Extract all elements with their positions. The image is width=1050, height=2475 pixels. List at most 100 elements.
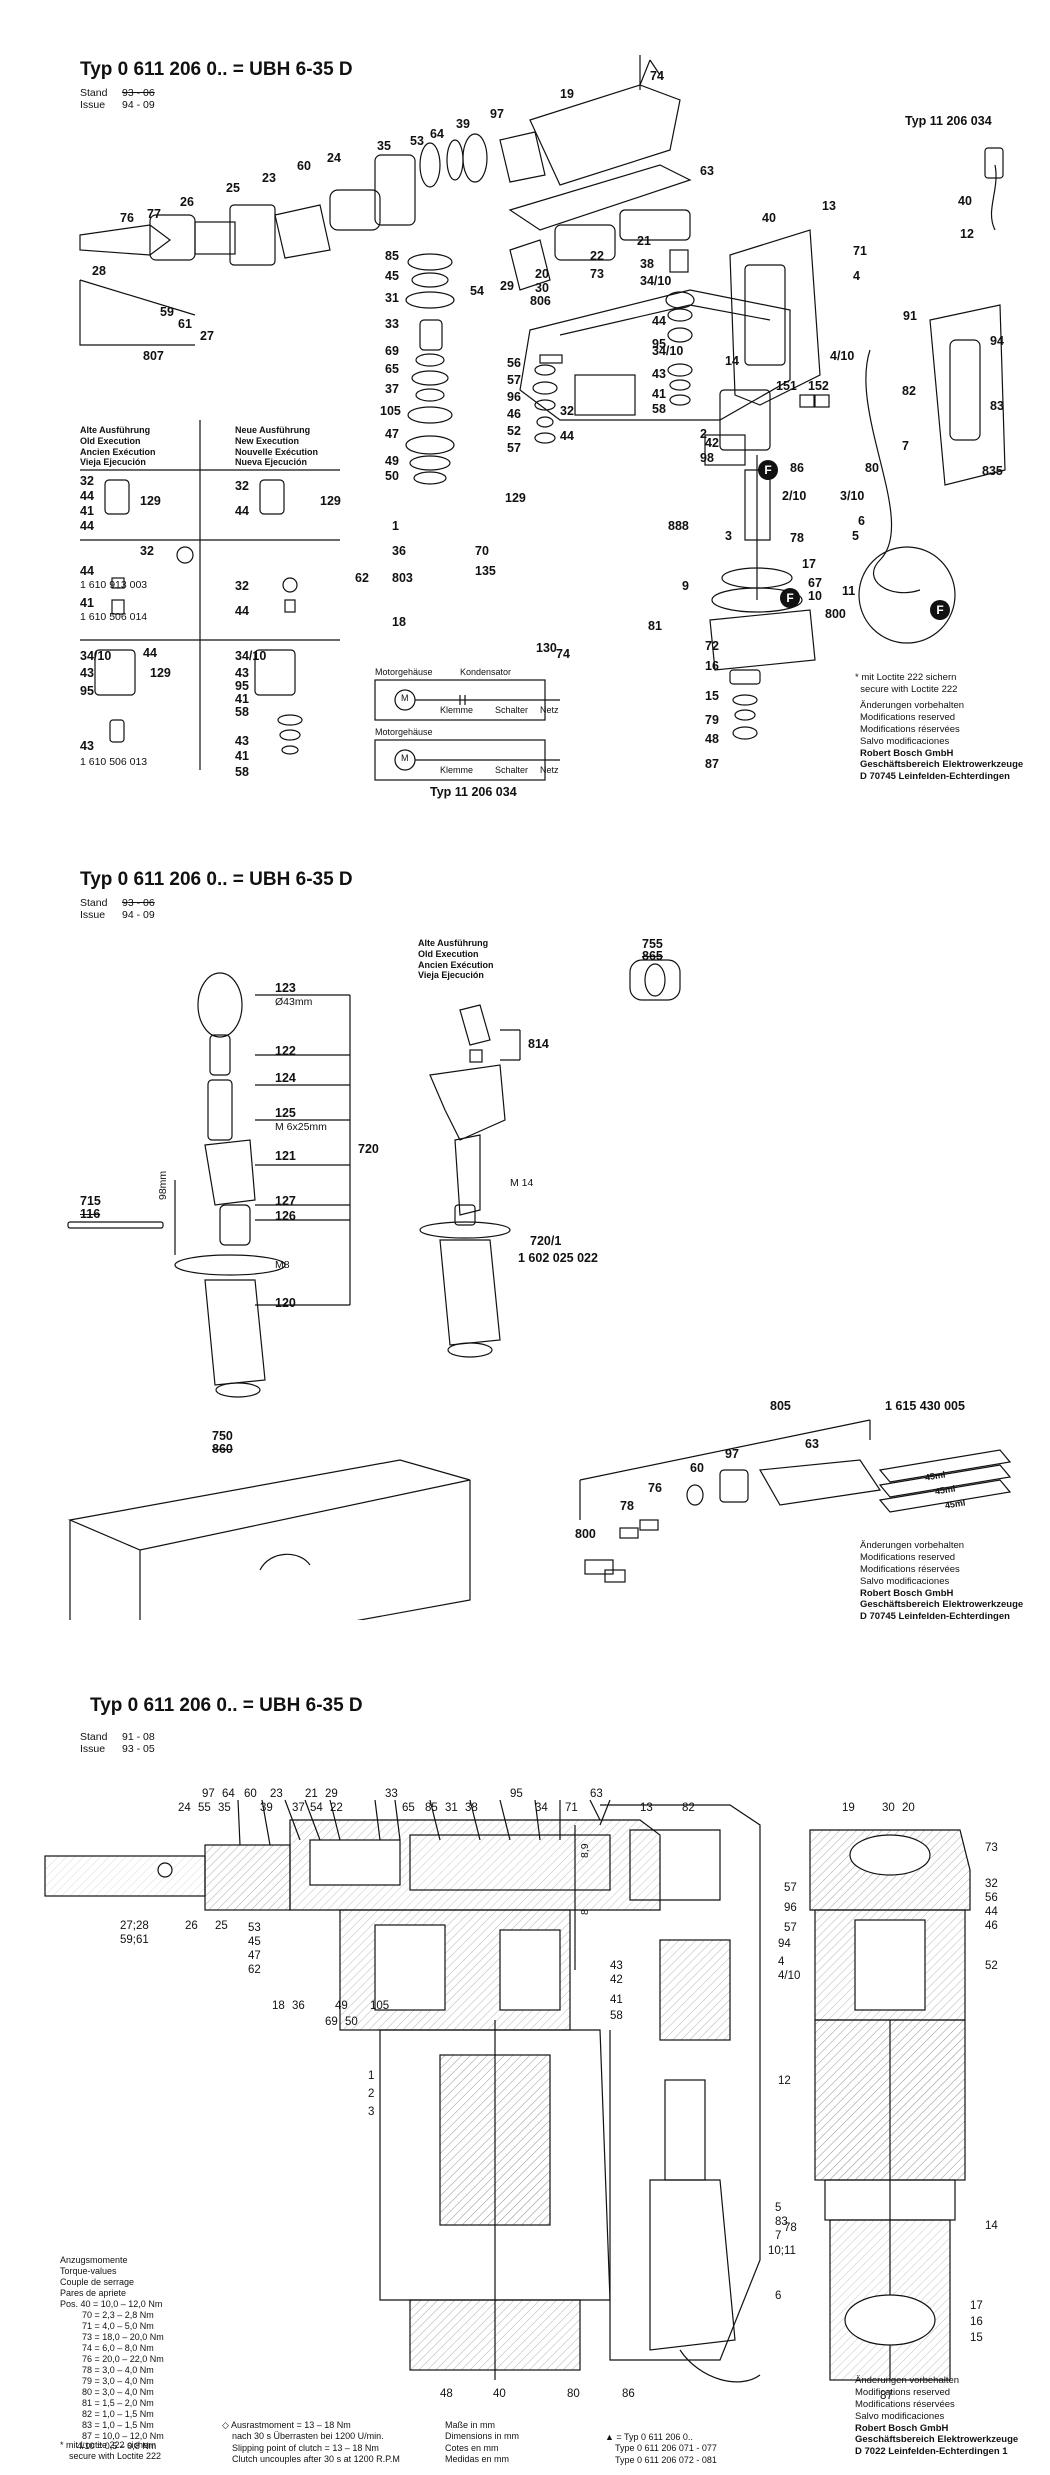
typ-list: ▲ = Typ 0 611 206 0.. Type 0 611 206 071… [605,2432,717,2465]
s3-label-36: 36 [292,2000,305,2012]
label-85: 85 [385,249,399,263]
label-54: 54 [470,284,484,298]
label-151: 2 [700,427,707,441]
sheet1-title: Typ 0 611 206 0.. = UBH 6-35 D [80,59,353,80]
old-32: 32 [80,474,94,488]
s3-label-39: 39 [260,1802,273,1814]
s3-label-47: 47 [248,1950,261,1962]
label-53: 53 [410,134,424,148]
new-42b: 41 [235,749,249,763]
s3-label-31: 31 [445,1802,458,1814]
old-44: 44 [80,489,94,503]
s3-label-29: 29 [325,1788,338,1800]
torque-row: 4/10 = 0,5 – 0,8 Nm [77,2441,157,2452]
label-95: 44 [652,314,666,328]
torque-row: 73 = 18,0 – 20,0 Nm [82,2331,164,2342]
s3-label-7: 7 [775,2230,782,2242]
screw-size: M 6x25mm [275,1121,327,1133]
old-exec-header-2: Alte Ausführung Old Execution Ancien Exé… [418,938,494,981]
label-14: 81 [648,619,662,633]
label-29: 29 [500,279,514,293]
label-59: 59 [160,305,174,319]
s3-label-57a: 57 [784,1882,797,1894]
s3-label-60: 60 [244,1788,257,1800]
s3-label-10-11: 10;11 [768,2245,796,2257]
mod-notes-2: Änderungen vorbehalten Modifications res… [860,1540,1024,1623]
label-57b: 57 [507,441,521,455]
label-35: 35 [377,139,391,153]
label-23: 23 [262,171,276,185]
s3-label-96: 96 [784,1902,797,1914]
label-127: 127 [275,1194,296,1208]
label-806: 806 [530,294,551,308]
label-18: 803 [392,571,413,585]
label-10: 67 [808,576,822,590]
s3-label-53: 53 [248,1922,261,1934]
s3-label-27-28: 27;28 [120,1920,149,1932]
old-42b: 41 [80,596,94,610]
label-67: 17 [802,557,816,571]
torque-row: 78 = 3,0 – 4,0 Nm [82,2364,154,2375]
label-750: 750 [212,1429,233,1443]
dims-note: Maße in mm Dimensions in mm Cotes en mm … [445,2420,520,2464]
label-96: 96 [507,390,521,404]
s3-label-62: 62 [248,1964,261,1976]
sheet2-title: Typ 0 611 206 0.. = UBH 6-35 D [80,869,353,890]
label-46: 46 [507,407,521,421]
label-50: 50 [385,469,399,483]
label-80: 83 [990,399,1004,413]
s3-label-33: 33 [385,1788,398,1800]
label-805: 805 [770,1399,791,1413]
label-97-s2: 97 [725,1447,739,1461]
label-83: 7 [902,439,909,453]
label-152: 151 [776,379,797,393]
label-26: 26 [180,195,194,209]
dim-8-9: 8,9 [579,1843,591,1858]
issue-label-3: Issue [80,1743,106,1755]
f-marker-2: F [780,588,800,608]
new-32b: 32 [235,579,249,593]
wiring-m-2: M [401,753,409,763]
label-814: 814 [528,1037,549,1051]
label-800-s2: 800 [575,1527,596,1541]
wiring-netz-2: Netz [540,765,559,775]
label-105: 105 [380,404,401,418]
m8-thread: M8 [275,1259,290,1271]
label-63-s2: 63 [805,1437,819,1451]
part-num-b: 1 610 506 014 [80,611,148,623]
label-38: 38 [640,257,654,271]
dia-43: Ø43mm [275,996,313,1008]
label-77: 77 [147,207,161,221]
dim-98mm: 98mm [157,1170,169,1200]
s3-label-17: 17 [970,2300,983,2312]
loctite-note-3: * mit Loctite 222 sichern secure with Lo… [60,2440,162,2462]
label-1: 129 [505,491,526,505]
label-43: 95 [652,337,666,351]
mod-notes-3: Änderungen vorbehalten Modifications res… [855,2375,1019,2458]
s3-label-64: 64 [222,1788,235,1800]
label-126: 126 [275,1209,296,1223]
wiring-kl-2: Klemme [440,765,474,775]
label-125: 125 [275,1106,296,1120]
s3-label-20: 20 [902,1802,915,1814]
label-41: 43 [652,367,666,381]
label-4: 71 [853,244,867,258]
label-17: 78 [790,531,804,545]
torque-row: 82 = 1,0 – 1,5 Nm [82,2408,154,2419]
new-41: 43 [235,666,249,680]
label-44: 44 [560,429,574,443]
label-123: 123 [275,981,296,995]
label-73: 73 [590,267,604,281]
s3-label-58: 58 [610,2010,623,2022]
new-exec-header: Neue Ausführung New Execution Nouvelle E… [235,425,319,468]
s3-label-1: 1 [368,2070,375,2082]
label-81: 9 [682,579,689,593]
label-27: 27 [200,329,214,343]
f-marker-3: F [930,600,950,620]
s3-label-55: 55 [198,1802,211,1814]
exploded-view-sheet-1: Typ 0 611 206 0.. = UBH 6-35 D Stand Iss… [0,0,1050,820]
s3-label-24: 24 [178,1802,191,1814]
loctite-note-1: * mit Loctite 222 sichern secure with Lo… [855,672,958,695]
issue-value-3: 93 - 05 [122,1743,155,1755]
label-97: 97 [490,107,504,121]
